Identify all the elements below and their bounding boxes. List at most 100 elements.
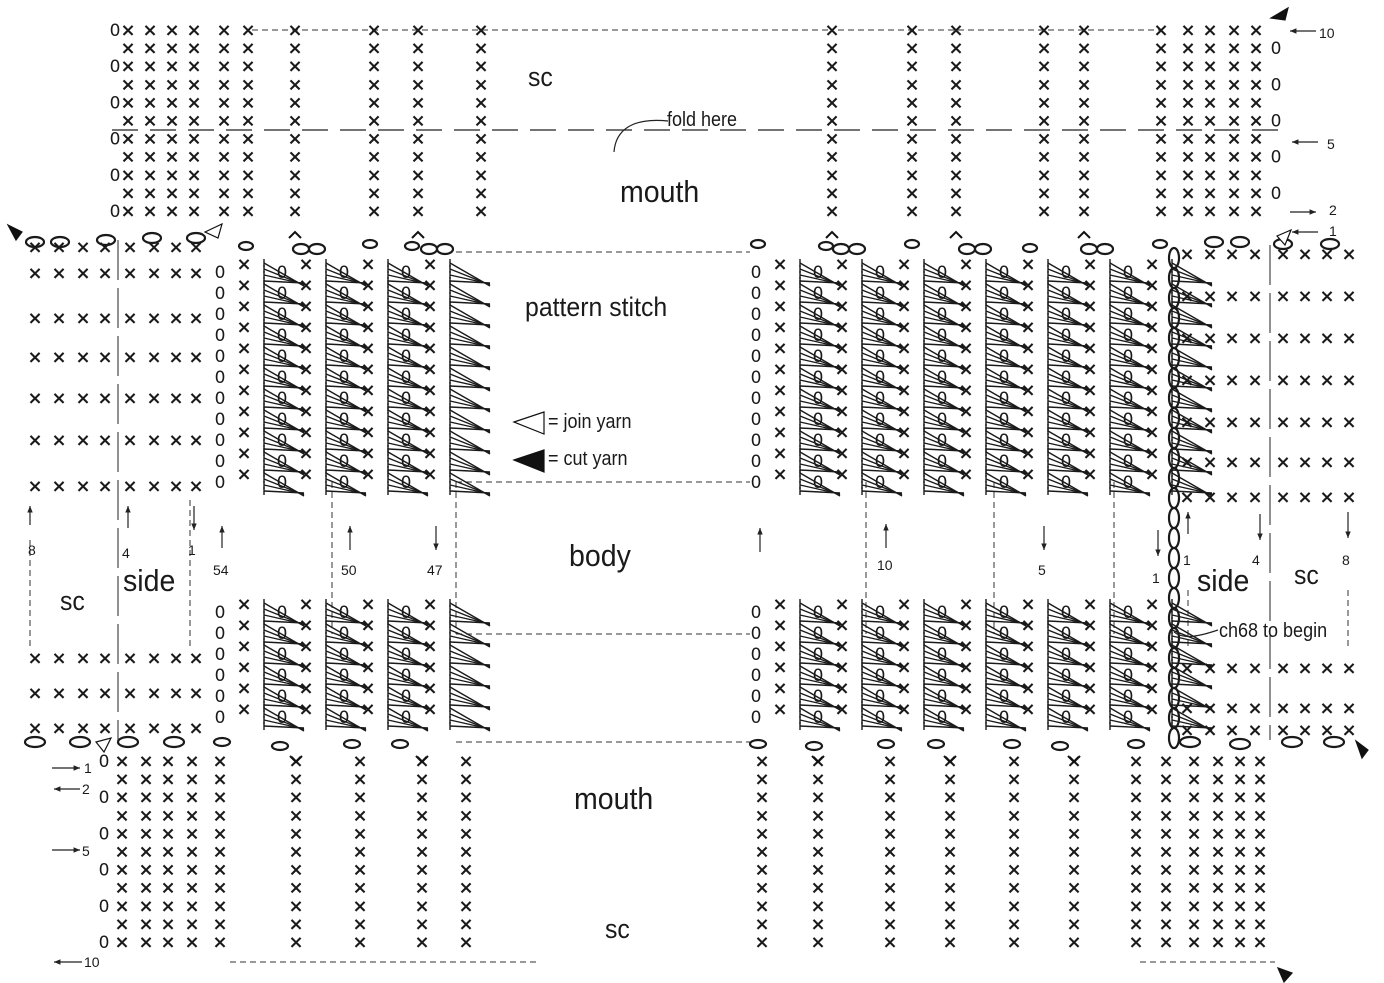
sc-stitch: × (75, 388, 90, 409)
dc-stitch (799, 322, 841, 326)
sc-stitch: × (184, 842, 199, 863)
sc-stitch: × (754, 787, 769, 808)
chain-oval (1228, 737, 1252, 751)
ch-stitch: 0 (751, 347, 762, 367)
sc-stitch: × (958, 678, 973, 699)
sc-stitch: × (824, 165, 839, 186)
sc-stitch: × (824, 147, 839, 168)
sc-stitch: × (1186, 805, 1201, 826)
dc-stitch (799, 725, 841, 729)
sc-stitch: × (948, 20, 963, 41)
sc-stitch: × (1020, 615, 1035, 636)
sc-stitch: × (298, 254, 313, 275)
dc-stitch (449, 641, 491, 645)
chain-oval (1151, 238, 1169, 250)
sc-stitch: × (1232, 896, 1247, 917)
sc-stitch: × (1020, 296, 1035, 317)
sc-stitch: × (122, 718, 137, 739)
sc-stitch: × (186, 147, 201, 168)
sc-stitch: × (1153, 183, 1168, 204)
sc-stitch: × (186, 92, 201, 113)
sc-stitch: × (1248, 20, 1263, 41)
sc-stitch: × (1247, 487, 1262, 508)
sc-stitch: × (366, 165, 381, 186)
ch-stitch: 0 (751, 624, 762, 644)
sc-stitch: × (473, 129, 488, 150)
sc-stitch: × (51, 308, 66, 329)
ch-stitch: 0 (751, 326, 762, 346)
sc-stitch: × (120, 183, 135, 204)
sc-stitch: × (1066, 769, 1081, 790)
dc-stitch (387, 280, 429, 284)
sc-stitch: × (1341, 244, 1356, 265)
sc-stitch: × (810, 769, 825, 790)
sc-stitch: × (958, 317, 973, 338)
left-side-label: side (123, 563, 176, 598)
ch-stitch: 0 (215, 347, 226, 367)
sc-stitch: × (1066, 914, 1081, 935)
sc-stitch: × (1226, 111, 1241, 132)
sc-stitch: × (287, 183, 302, 204)
sc-stitch: × (458, 751, 473, 772)
sc-stitch: × (287, 147, 302, 168)
sc-stitch: × (1248, 165, 1263, 186)
dc-stitch (1171, 469, 1213, 473)
sc-stitch: × (1202, 286, 1217, 307)
increase-mark (949, 230, 963, 239)
sc-stitch: × (1128, 823, 1143, 844)
sc-stitch: × (1128, 787, 1143, 808)
sc-stitch: × (834, 254, 849, 275)
sc-stitch: × (834, 594, 849, 615)
sc-stitch: × (942, 769, 957, 790)
sc-stitch: × (458, 932, 473, 953)
sc-stitch: × (1144, 254, 1159, 275)
sc-stitch: × (422, 338, 437, 359)
sc-stitch: × (352, 914, 367, 935)
sc-stitch: × (122, 683, 137, 704)
sc-stitch: × (1224, 370, 1239, 391)
sc-stitch: × (1158, 932, 1173, 953)
chain-oval (116, 735, 140, 749)
sc-stitch: × (1144, 359, 1159, 380)
ch-stitch: 0 (215, 410, 226, 430)
sc-stitch: × (114, 769, 129, 790)
sc-stitch: × (1082, 422, 1097, 443)
sc-stitch: × (1076, 20, 1091, 41)
sc-stitch: × (1226, 38, 1241, 59)
dc-stitch (387, 406, 429, 410)
sc-stitch: × (1006, 914, 1021, 935)
chain-oval (68, 735, 92, 749)
sc-stitch: × (298, 401, 313, 422)
ch-stitch: 0 (99, 897, 110, 917)
ch-stitch: 0 (751, 368, 762, 388)
sc-stitch: × (122, 430, 137, 451)
sc-stitch: × (146, 648, 161, 669)
dc-stitch (1109, 490, 1151, 494)
sc-stitch: × (352, 896, 367, 917)
sc-stitch: × (1275, 698, 1290, 719)
dc-stitch (1171, 683, 1213, 687)
sc-stitch: × (1144, 422, 1159, 443)
double-crochet-fans (263, 259, 1213, 732)
sc-stitch: × (168, 683, 183, 704)
sc-stitch: × (1180, 147, 1195, 168)
dc-stitch (1047, 406, 1089, 410)
sc-stitch: × (772, 678, 787, 699)
sc-stitch: × (1186, 860, 1201, 881)
sc-stitch: × (422, 401, 437, 422)
sc-stitch: × (882, 805, 897, 826)
dc-stitch (799, 385, 841, 389)
sc-stitch: × (298, 699, 313, 720)
chain-oval (141, 231, 163, 245)
dc-stitch (325, 427, 367, 431)
sc-stitch: × (1128, 896, 1143, 917)
sc-stitch: × (1202, 111, 1217, 132)
dc-stitch (861, 301, 903, 305)
sc-stitch: × (414, 787, 429, 808)
sc-stitch: × (1036, 183, 1051, 204)
sc-stitch: × (422, 615, 437, 636)
sc-stitch: × (1247, 412, 1262, 433)
sc-stitch: × (942, 932, 957, 953)
sc-stitch: × (1180, 183, 1195, 204)
chain-oval-vertical (1167, 386, 1181, 410)
